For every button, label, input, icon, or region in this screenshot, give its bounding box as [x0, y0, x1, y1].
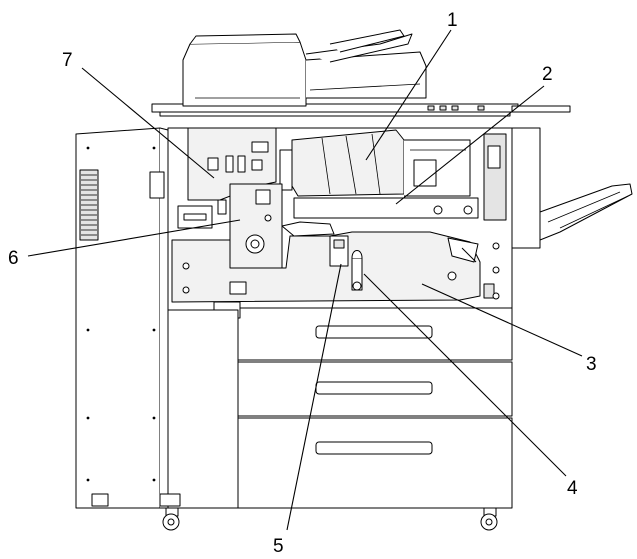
callout-3: 3 — [586, 354, 597, 375]
release-levers — [329, 235, 363, 291]
callout-6: 6 — [8, 248, 19, 269]
leader-5 — [286, 263, 342, 531]
leader-3 — [421, 283, 583, 357]
front-door — [75, 127, 169, 509]
leader-2 — [395, 85, 545, 205]
transfer-unit — [281, 197, 479, 237]
leader-4 — [363, 273, 567, 477]
leader-lines — [27, 29, 583, 531]
callout-1: 1 — [447, 10, 458, 31]
leader-7 — [81, 67, 215, 179]
paper-path-unit — [171, 231, 500, 303]
leader-1 — [365, 29, 452, 161]
callout-labels: 1 2 3 4 5 6 7 — [8, 10, 597, 557]
callout-4: 4 — [567, 478, 578, 499]
casters — [162, 507, 498, 531]
imaging-unit — [279, 129, 507, 221]
callout-5: 5 — [273, 536, 284, 557]
callout-7: 7 — [62, 50, 73, 71]
leader-6 — [27, 219, 241, 257]
callout-2: 2 — [542, 64, 553, 85]
developing-unit — [177, 183, 283, 269]
paper-trays — [159, 301, 513, 509]
toner-area — [187, 127, 277, 201]
document-feeder — [151, 29, 571, 117]
